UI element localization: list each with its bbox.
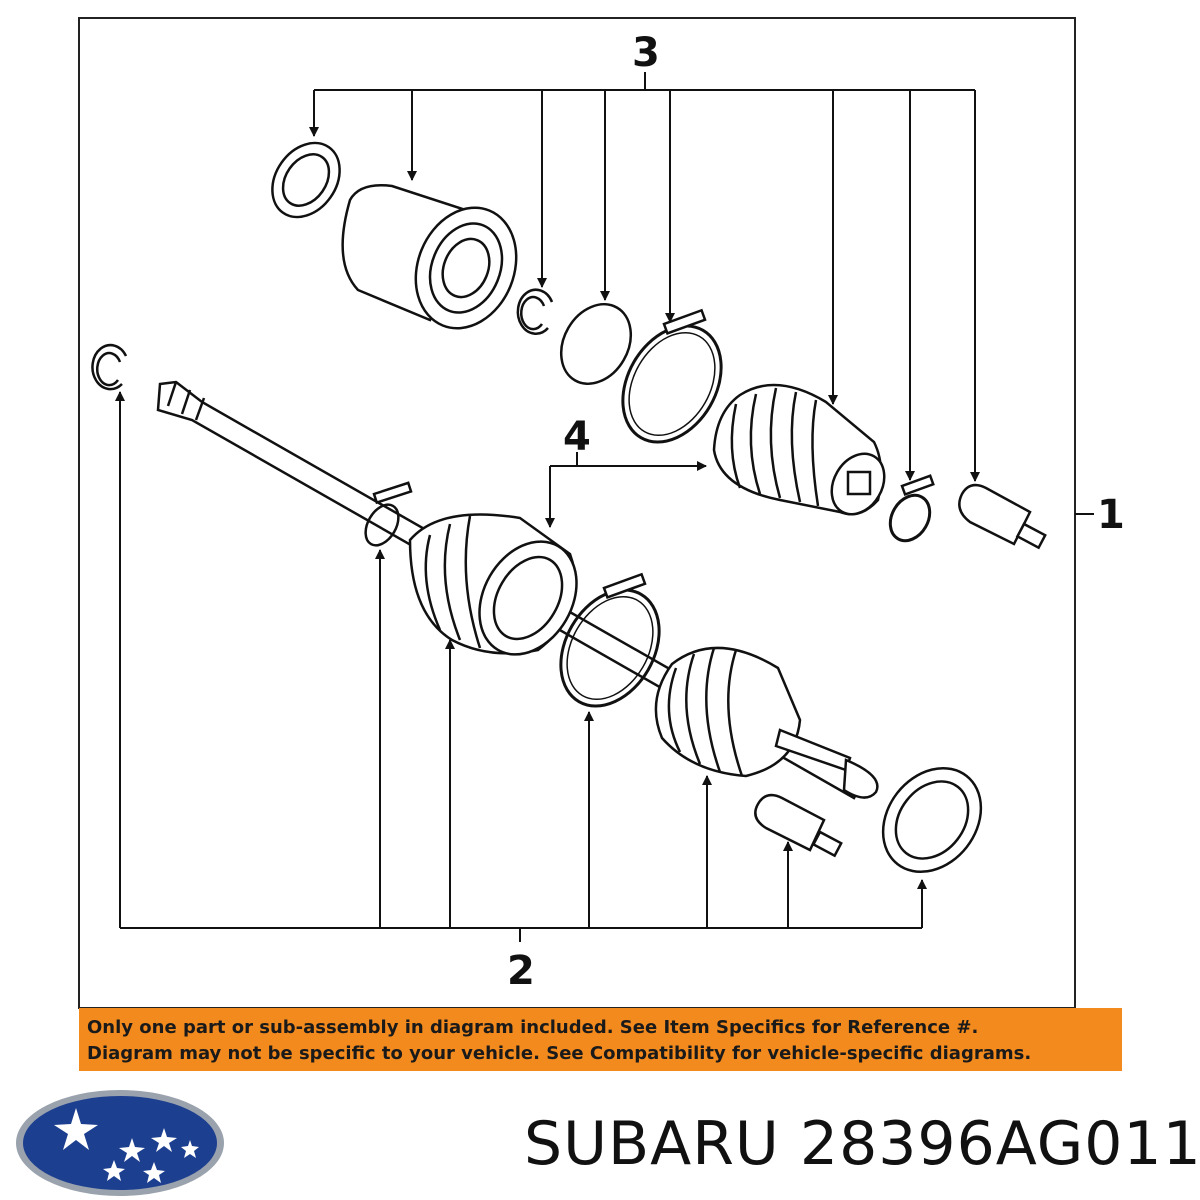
callout-4-leaders: [545, 452, 707, 528]
notice-line-2: Diagram may not be specific to your vehi…: [87, 1043, 1032, 1064]
boot-band-large: [621, 324, 723, 444]
inner-boot: [712, 383, 886, 516]
callout-2-leaders: [115, 391, 927, 942]
callout-1: 1: [1097, 492, 1125, 538]
circlip-ring: [559, 303, 633, 385]
callout-4: 4: [563, 414, 591, 460]
exploded-parts-diagram: 3 4 1 2: [78, 17, 1125, 1009]
outer-cv-joint: [654, 646, 879, 799]
part-title: SUBARU 28396AG011: [524, 1108, 1200, 1180]
notice-banner: Only one part or sub-assembly in diagram…: [79, 1008, 1122, 1071]
boot-band-middle: [559, 588, 661, 708]
snap-ring-upper: [516, 288, 554, 335]
parts-illustration: [91, 141, 1047, 874]
boot-band-small: [888, 493, 932, 543]
subaru-logo-icon: [16, 1090, 224, 1196]
callout-3-leaders: [309, 72, 980, 482]
snap-ring-lower: [91, 343, 128, 391]
damper-lower: [754, 793, 843, 858]
callout-2: 2: [507, 948, 535, 994]
notice-line-1: Only one part or sub-assembly in diagram…: [87, 1017, 979, 1038]
damper-upper: [958, 483, 1047, 550]
part-number: 28396AG011: [799, 1109, 1200, 1179]
brand-make: SUBARU: [524, 1109, 780, 1179]
inner-joint-housing: [341, 184, 518, 330]
callout-3: 3: [632, 30, 660, 76]
shaft-inner-boot: [408, 513, 578, 656]
